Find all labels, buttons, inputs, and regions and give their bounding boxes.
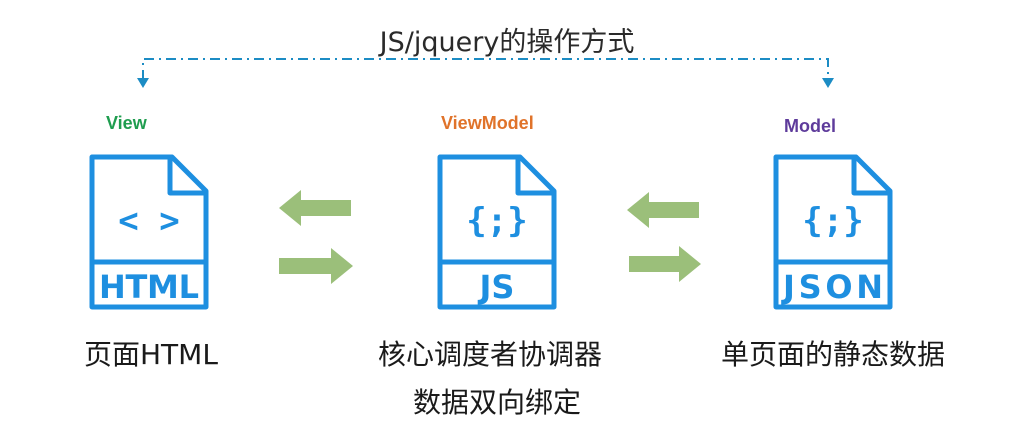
- caption-viewmodel-line1: 核心调度者协调器: [378, 338, 603, 371]
- role-view-label: View: [106, 113, 147, 133]
- html-file-icon: < > HTML: [89, 154, 209, 310]
- arrows-vm-model: [627, 192, 701, 282]
- caption-view: 页面HTML: [84, 338, 218, 371]
- arrow-left-icon: [627, 192, 699, 228]
- js-file-ext: JS: [478, 268, 515, 306]
- role-model-label: Model: [784, 116, 836, 136]
- arrow-left-icon: [279, 190, 351, 226]
- html-file-glyph: < >: [118, 201, 179, 241]
- json-file-ext: JSON: [781, 268, 883, 306]
- caption-model: 单页面的静态数据: [721, 338, 946, 371]
- role-viewmodel-label: ViewModel: [441, 113, 534, 133]
- right-down-arrow: [822, 78, 834, 88]
- json-file-icon: {;} JSON: [773, 154, 893, 310]
- top-label: JS/jquery的操作方式: [379, 27, 635, 58]
- arrow-right-icon: [629, 246, 701, 282]
- html-file-ext: HTML: [99, 268, 199, 306]
- js-file-icon: {;} JS: [437, 154, 557, 310]
- left-down-arrow: [137, 78, 149, 88]
- json-file-glyph: {;}: [802, 201, 863, 241]
- js-file-glyph: {;}: [466, 201, 527, 241]
- arrows-view-vm: [279, 190, 353, 284]
- arrow-right-icon: [279, 248, 353, 284]
- caption-viewmodel-line2: 数据双向绑定: [413, 386, 582, 419]
